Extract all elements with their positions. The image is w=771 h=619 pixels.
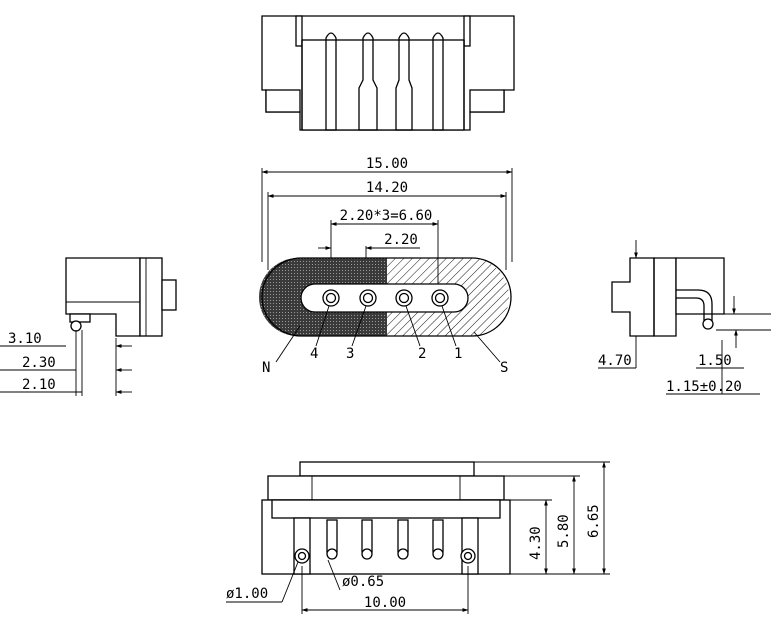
label-polarity-n: N (262, 360, 270, 376)
left-side-view: 3.10 2.30 2.10 (0, 257, 177, 396)
peg-left (294, 548, 310, 564)
label-pin-2: 2 (418, 346, 426, 362)
top-right-step (469, 89, 505, 113)
dim-contact-span: 14.20 (366, 180, 408, 196)
front-face-view: 15.00 14.20 2.20*3=6.60 2.20 (259, 156, 513, 376)
bottom-view: 4.30 5.80 6.65 ø1.00 ø0.65 10.00 (226, 461, 610, 614)
top-pin-1 (432, 32, 444, 131)
dim-hole-small: ø0.65 (342, 574, 384, 590)
contact-pin-4 (322, 289, 340, 307)
contact-pin-1 (431, 289, 449, 307)
dim-height-a: 4.30 (528, 526, 544, 560)
dim-side-c: 2.10 (22, 377, 56, 393)
bottom-pin-3 (361, 519, 373, 560)
top-pin-4 (325, 32, 337, 131)
bottom-flange (267, 475, 505, 501)
label-polarity-s: S (500, 360, 508, 376)
right-side-pin (676, 289, 713, 322)
dim-right-a: 4.70 (598, 353, 632, 369)
dim-height-c: 6.65 (586, 504, 602, 538)
bottom-pin-1 (432, 519, 444, 560)
label-pin-1: 1 (454, 346, 462, 362)
dim-height-b: 5.80 (556, 514, 572, 548)
top-pin-2 (395, 32, 413, 131)
contact-pin-3 (359, 289, 377, 307)
contact-slot (300, 283, 469, 313)
dim-peg-span: 10.00 (364, 595, 406, 611)
dim-hole-large: ø1.00 (226, 586, 268, 602)
top-pin-3 (358, 32, 378, 131)
contact-pin-2 (395, 289, 413, 307)
dim-side-a: 3.10 (8, 331, 42, 347)
top-left-step (265, 89, 301, 113)
peg-right (460, 548, 476, 564)
right-side-view: 4.70 1.50 1.15±0.20 (598, 240, 771, 395)
dim-pitch-total: 2.20*3=6.60 (340, 208, 433, 224)
top-cavity (301, 39, 465, 131)
front-face-outline (261, 257, 512, 337)
dim-right-b: 1.50 (698, 353, 732, 369)
bottom-pin-4 (326, 519, 338, 560)
top-section-view (261, 15, 515, 131)
dim-right-c: 1.15±0.20 (666, 379, 742, 395)
dim-pitch: 2.20 (384, 232, 418, 248)
right-side-section (611, 257, 655, 337)
dim-overall-width: 15.00 (366, 156, 408, 172)
dim-side-b: 2.30 (22, 355, 56, 371)
label-pin-4: 4 (310, 346, 318, 362)
bottom-pin-2 (397, 519, 409, 560)
label-pin-3: 3 (346, 346, 354, 362)
